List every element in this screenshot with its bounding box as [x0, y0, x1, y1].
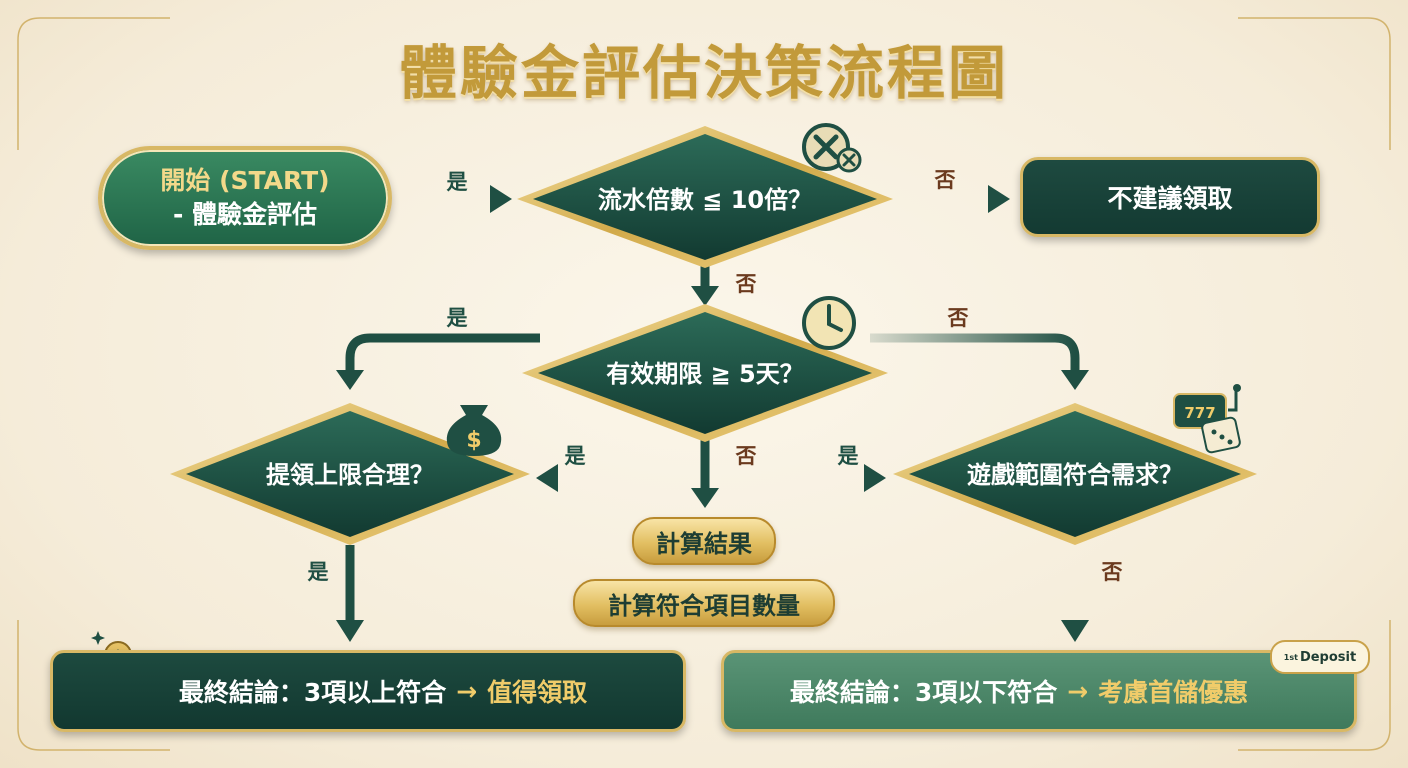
edge-d2-d3-arrowhead [336, 370, 364, 390]
corner-ornaments [17, 17, 1391, 751]
edge-label-center-no: 否 [736, 444, 757, 468]
edge-label-d4-final-no: 否 [1102, 560, 1123, 584]
edge-label-center-d4-yes: 是 [838, 444, 859, 468]
final-conclusion-worth-node: 最終結論：3項以上符合 → 值得領取 [50, 650, 686, 732]
final-left-text: 最終結論：3項以上符合 [178, 678, 447, 707]
edge-label-d1-reject-no: 否 [935, 168, 956, 192]
clock-icon [802, 296, 856, 350]
reject-node: 不建議領取 [1020, 157, 1320, 237]
start-node: 開始 (START) - 體驗金評估 [98, 146, 392, 250]
calc-result-node: 計算結果 [632, 517, 776, 565]
final-left-highlight: 值得領取 [487, 678, 588, 707]
edge-d2-d4-arrowhead [1061, 370, 1089, 390]
deposit-badge-text: Deposit [1299, 649, 1357, 665]
svg-text:$: $ [466, 428, 481, 453]
decision-d1: 流水倍數 ≦ 10倍？ [517, 126, 893, 268]
decision-d2: 有效期限 ≧ 5天？ [522, 304, 888, 442]
cross-coin-icon [802, 123, 862, 173]
edge-d2-d3 [345, 333, 540, 372]
decision-d3-label: 提領上限合理？ [266, 461, 434, 489]
final-left-arrow: → [456, 676, 478, 706]
edge-d1-reject-arrowhead [988, 185, 1010, 213]
calc-count-node: 計算符合項目數量 [573, 579, 835, 627]
edge-label-d3-final-yes: 是 [308, 560, 329, 584]
money-bag-icon: $ [446, 405, 502, 456]
decision-d4: 遊戲範圍符合需求？ [893, 403, 1257, 545]
edge-d1-d2-arrowhead [691, 286, 719, 306]
edge-label-d1-d2-no: 否 [736, 272, 757, 296]
svg-text:777: 777 [1184, 404, 1215, 422]
edge-label-start-d1-yes: 是 [447, 170, 468, 194]
edge-label-d2-d4-no: 否 [948, 306, 969, 330]
final-right-highlight: 考慮首儲優惠 [1098, 678, 1249, 707]
final-right-text: 最終結論：3項以下符合 [789, 678, 1058, 707]
start-label-line2: - 體驗金評估 [172, 200, 318, 229]
edge-start-d1-arrowhead [490, 185, 512, 213]
start-label-line1: 開始 (START) [160, 166, 330, 195]
final-conclusion-consider-node: 最終結論：3項以下符合 → 考慮首儲優惠 [721, 650, 1357, 732]
edge-d2-d4 [870, 333, 1080, 372]
edge-center-calc-arrowhead [691, 488, 719, 508]
decision-d2-label: 有效期限 ≧ 5天？ [606, 360, 804, 388]
final-right-arrow: → [1067, 676, 1089, 706]
slot-machine-dice-icon: 777 [1173, 384, 1241, 454]
edge-d4-final-arrowhead [1061, 620, 1089, 642]
edge-d3-final-arrowhead [336, 620, 364, 642]
edge-center-d3-arrowhead [536, 464, 558, 492]
decision-d3: 提領上限合理？ [170, 403, 530, 545]
edge-label-center-d3-yes: 是 [565, 444, 586, 468]
edge-center-d4-arrowhead [864, 464, 886, 492]
first-deposit-badge: 1st Deposit [1270, 640, 1370, 674]
decision-d4-label: 遊戲範圍符合需求？ [967, 461, 1183, 489]
page-title: 體驗金評估決策流程圖 [398, 39, 1009, 107]
deposit-badge-sup: 1st [1283, 652, 1298, 662]
decision-d1-label: 流水倍數 ≦ 10倍？ [598, 186, 812, 214]
edge-label-d2-d3-yes: 是 [447, 306, 468, 330]
